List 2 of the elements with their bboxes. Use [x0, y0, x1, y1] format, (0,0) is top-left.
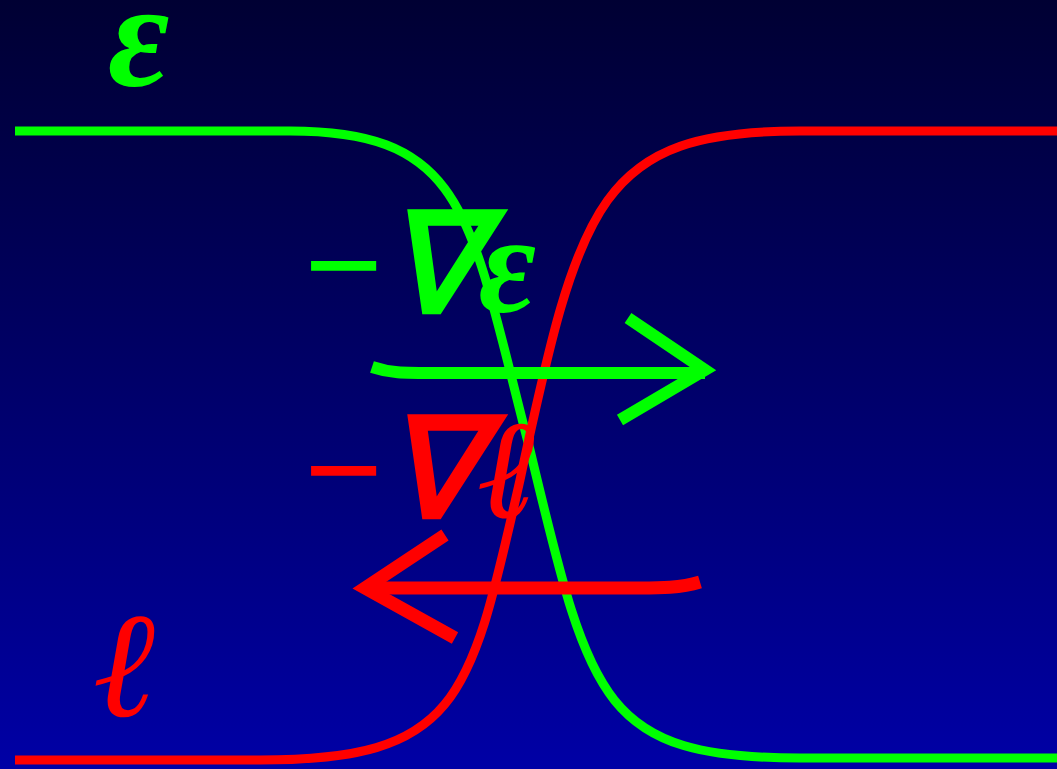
- symbol-label: ε: [108, 0, 170, 110]
- symbol-label: ℓ: [95, 590, 160, 740]
